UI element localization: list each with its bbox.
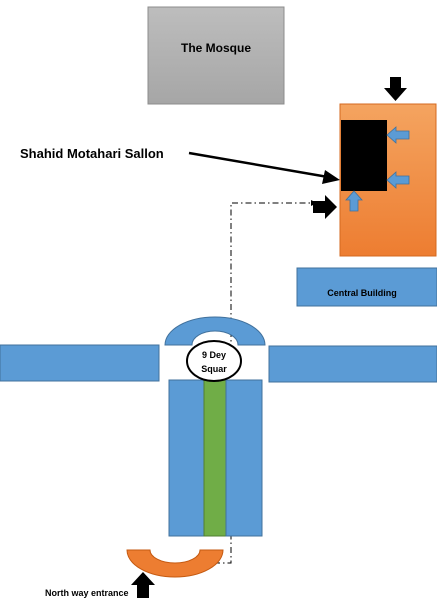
- black-arrow-icon: [131, 572, 155, 598]
- nine-dey-square: 9 Dey Squar: [186, 340, 242, 382]
- road-right: [268, 345, 437, 383]
- mosque-building: The Mosque: [147, 6, 285, 105]
- salon-label: Shahid Motahari Sallon: [20, 146, 164, 161]
- mosque-label: The Mosque: [181, 41, 251, 55]
- salon-building: [339, 103, 437, 257]
- avenue-left-block: [168, 379, 205, 537]
- blue-arrow-icon: [345, 190, 363, 212]
- black-arrow-icon: [313, 195, 337, 219]
- square-arch: [164, 316, 266, 346]
- walking-path: [160, 200, 317, 564]
- square-label-line1: 9 Dey: [202, 350, 226, 360]
- central-building: Central Building: [296, 267, 437, 307]
- avenue-median: [203, 379, 227, 537]
- salon-pointer: [188, 151, 340, 184]
- north-entrance-label: North way entrance: [45, 588, 129, 598]
- road-left: [0, 344, 160, 382]
- avenue-right-block: [225, 379, 263, 537]
- salon-hall: [341, 120, 387, 191]
- black-arrow-icon: [384, 77, 407, 101]
- blue-arrow-icon: [386, 126, 410, 144]
- north-entrance-arc: [126, 549, 224, 578]
- square-label-line2: Squar: [201, 364, 227, 374]
- central-building-label: Central Building: [327, 288, 397, 298]
- blue-arrow-icon: [386, 171, 410, 189]
